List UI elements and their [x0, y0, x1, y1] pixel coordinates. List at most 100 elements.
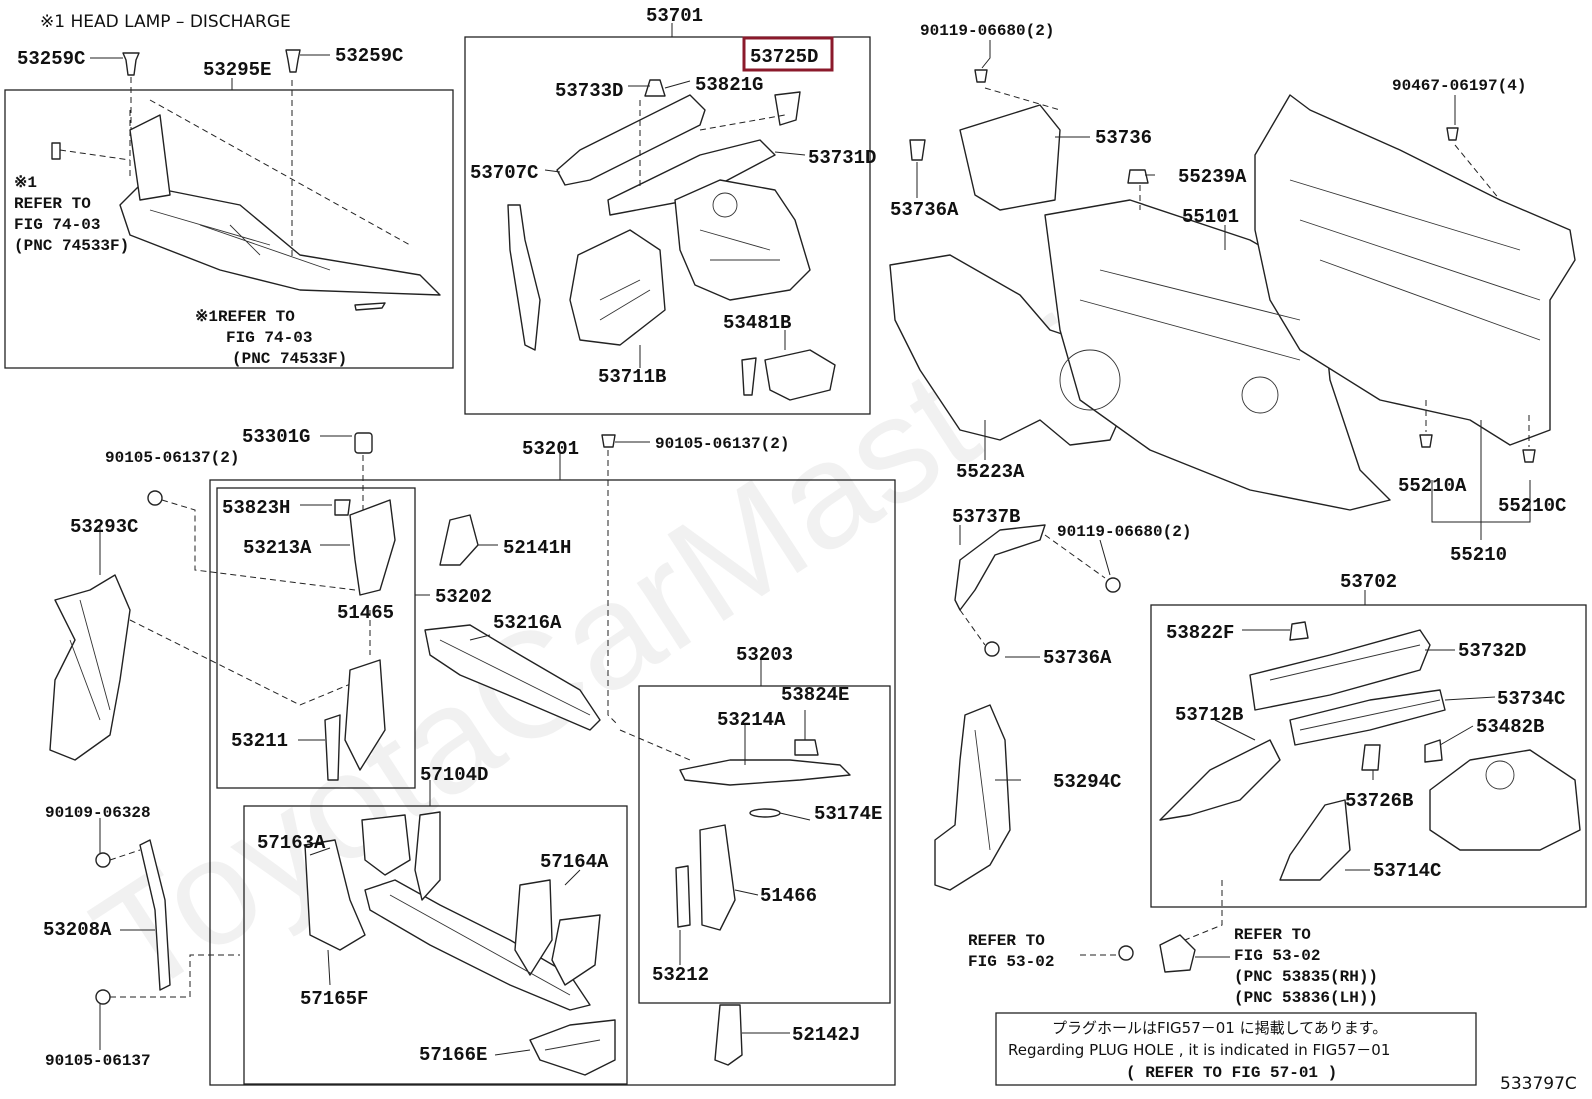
label-53726b[interactable]: 53726B [1345, 790, 1413, 812]
svg-text:FIG 53-02: FIG 53-02 [1234, 947, 1320, 965]
label-90105-bottom[interactable]: 90105-06137 [45, 1052, 151, 1070]
label-57163a[interactable]: 57163A [257, 832, 326, 854]
label-53707c[interactable]: 53707C [470, 162, 538, 184]
plug-note-en: Regarding PLUG HOLE , it is indicated in… [1008, 1041, 1390, 1059]
label-53174e[interactable]: 53174E [814, 803, 882, 825]
label-53731d[interactable]: 53731D [808, 147, 876, 169]
leader-lines [90, 23, 1496, 1056]
label-53823h[interactable]: 53823H [222, 497, 290, 519]
clip-53259c-right [285, 49, 301, 73]
frame-53203 [638, 685, 891, 1004]
label-53736[interactable]: 53736 [1095, 127, 1152, 149]
svg-text:REFER TO: REFER TO [1234, 926, 1311, 944]
seal-53294c [934, 704, 1011, 891]
svg-text:(PNC 53835(RH)): (PNC 53835(RH)) [1234, 968, 1378, 986]
label-53732d[interactable]: 53732D [1458, 640, 1526, 662]
label-53736a-top[interactable]: 53736A [890, 199, 959, 221]
label-53821g[interactable]: 53821G [695, 74, 763, 96]
svg-text:(PNC 74533F): (PNC 74533F) [14, 237, 129, 255]
brace-53213a [324, 499, 396, 781]
label-55101[interactable]: 55101 [1182, 206, 1239, 228]
label-53295e[interactable]: 53295E [203, 59, 271, 81]
label-53216a[interactable]: 53216A [493, 612, 562, 634]
label-57166e[interactable]: 57166E [419, 1044, 487, 1066]
label-57164a[interactable]: 57164A [540, 851, 609, 873]
label-53712b[interactable]: 53712B [1175, 704, 1243, 726]
label-53212[interactable]: 53212 [652, 964, 709, 986]
bolt-90105-bottom [95, 954, 240, 1005]
label-53213a[interactable]: 53213A [243, 537, 312, 559]
svg-text:FIG 74-03: FIG 74-03 [14, 216, 100, 234]
bracket-52142j [714, 1004, 743, 1066]
label-51465[interactable]: 51465 [337, 602, 394, 624]
refer-note-fig53-left: REFER TO FIG 53-02 [968, 932, 1054, 971]
label-55223a[interactable]: 55223A [956, 461, 1025, 483]
label-53734c[interactable]: 53734C [1497, 688, 1565, 710]
support-53214a [619, 729, 851, 931]
plug-note-jp: プラグホールはFIG57－01 に掲載してあります。 [1052, 1019, 1387, 1037]
label-53201[interactable]: 53201 [522, 438, 579, 460]
plug-note-ref: ( REFER TO FIG 57-01 ) [1126, 1064, 1337, 1082]
label-90109[interactable]: 90109-06328 [45, 804, 151, 822]
label-53701[interactable]: 53701 [646, 5, 703, 27]
apron-53701-shapes [507, 79, 836, 401]
svg-text:(PNC 53836(LH)): (PNC 53836(LH)) [1234, 989, 1378, 1007]
plug-53301g [354, 432, 373, 510]
label-57104d[interactable]: 57104D [420, 764, 488, 786]
label-90467[interactable]: 90467-06197(4) [1392, 77, 1526, 95]
label-90119-mid[interactable]: 90119-06680(2) [1057, 523, 1191, 541]
label-53822f[interactable]: 53822F [1166, 622, 1234, 644]
label-55239a[interactable]: 55239A [1178, 166, 1247, 188]
label-53259c-right[interactable]: 53259C [335, 45, 403, 67]
refer-note-left-upper: ※1 REFER TO FIG 74-03 (PNC 74533F) [14, 174, 129, 255]
label-53725d[interactable]: 53725D [750, 46, 818, 68]
label-52141h[interactable]: 52141H [503, 537, 571, 559]
label-53711b[interactable]: 53711B [598, 366, 666, 388]
label-53481b[interactable]: 53481B [723, 312, 791, 334]
frame-53295e [4, 89, 454, 369]
svg-text:(PNC 74533F): (PNC 74533F) [232, 350, 347, 368]
frame-53202 [216, 487, 416, 789]
label-51466[interactable]: 51466 [760, 885, 817, 907]
label-90119-top[interactable]: 90119-06680(2) [920, 22, 1054, 40]
refer-note-left-lower: ※1REFER TO FIG 74-03 (PNC 74533F) [195, 308, 347, 368]
bracket-52141h [439, 514, 479, 566]
plug-note-box [995, 1012, 1477, 1086]
label-53714c[interactable]: 53714C [1373, 860, 1441, 882]
label-90105-left[interactable]: 90105-06137(2) [105, 449, 239, 467]
svg-text:FIG 74-03: FIG 74-03 [226, 329, 312, 347]
side-seal-53293c [49, 574, 361, 761]
label-53824e[interactable]: 53824E [781, 684, 849, 706]
label-55210a[interactable]: 55210A [1398, 475, 1467, 497]
label-52142j[interactable]: 52142J [792, 1024, 860, 1046]
bolt-90105-left [147, 490, 356, 591]
label-53293c[interactable]: 53293C [70, 516, 138, 538]
label-53294c[interactable]: 53294C [1053, 771, 1121, 793]
label-53702[interactable]: 53702 [1340, 571, 1397, 593]
header-note: ※1 HEAD LAMP – DISCHARGE [40, 12, 291, 32]
label-57165f[interactable]: 57165F [300, 988, 368, 1010]
label-53214a[interactable]: 53214A [717, 709, 786, 731]
svg-text:※1: ※1 [14, 174, 37, 192]
label-53733d[interactable]: 53733D [555, 80, 623, 102]
label-53203[interactable]: 53203 [736, 644, 793, 666]
svg-text:FIG 53-02: FIG 53-02 [968, 953, 1054, 971]
label-53208a[interactable]: 53208A [43, 919, 112, 941]
frame-57104d [243, 805, 628, 1085]
label-53301g[interactable]: 53301G [242, 426, 310, 448]
label-90105-mid[interactable]: 90105-06137(2) [655, 435, 789, 453]
label-55210[interactable]: 55210 [1450, 544, 1507, 566]
label-53202[interactable]: 53202 [435, 586, 492, 608]
clip-53259c-left [122, 52, 140, 130]
label-53736a-mid[interactable]: 53736A [1043, 647, 1112, 669]
diagram-code: 533797C [1500, 1074, 1577, 1094]
lower-support-57104d [304, 811, 616, 1076]
label-53259c-left[interactable]: 53259C [17, 48, 85, 70]
label-53211[interactable]: 53211 [231, 730, 288, 752]
label-55210c[interactable]: 55210C [1498, 495, 1566, 517]
label-53737b[interactable]: 53737B [952, 506, 1020, 528]
label-53482b[interactable]: 53482B [1476, 716, 1544, 738]
svg-text:※1REFER TO: ※1REFER TO [195, 308, 295, 326]
svg-text:REFER TO: REFER TO [968, 932, 1045, 950]
